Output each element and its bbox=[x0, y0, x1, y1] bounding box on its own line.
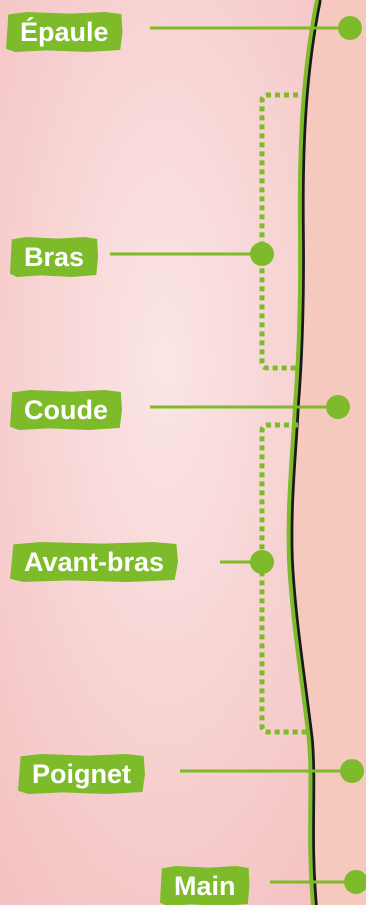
label-epaule: Épaule bbox=[6, 12, 123, 52]
bras-bracket bbox=[259, 92, 298, 371]
poignet-dot bbox=[340, 759, 364, 783]
coude-dot bbox=[326, 395, 350, 419]
label-bras: Bras bbox=[10, 237, 99, 277]
arm-outline-green bbox=[286, 0, 319, 905]
arm-silhouette bbox=[291, 0, 366, 905]
avant-bras-dot bbox=[250, 550, 274, 574]
label-main: Main bbox=[160, 866, 250, 905]
arm-outline-dark bbox=[289, 0, 322, 905]
bras-dot bbox=[250, 242, 274, 266]
label-poignet: Poignet bbox=[18, 754, 145, 794]
epaule-dot bbox=[338, 16, 362, 40]
main-dot bbox=[344, 870, 366, 894]
label-avant-bras: Avant-bras bbox=[10, 542, 179, 582]
label-coude: Coude bbox=[10, 390, 122, 430]
